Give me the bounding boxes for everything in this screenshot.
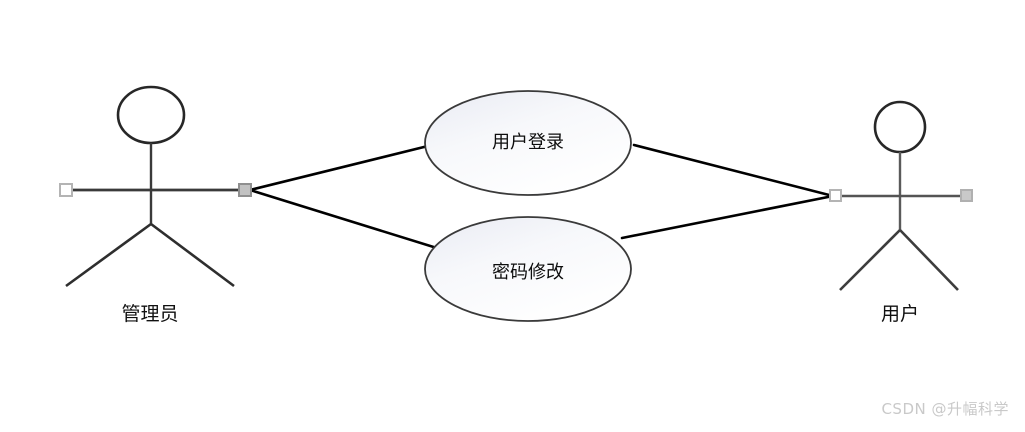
watermark: CSDN @升幅科学 [881,400,1009,418]
association-admin-password[interactable] [248,188,442,251]
actor-user-right-leg [899,229,959,291]
actor-admin-label: 管理员 [121,303,179,325]
usecase-login-label: 用户登录 [492,132,564,153]
association-user-password[interactable] [620,194,835,240]
association-lines [248,143,835,251]
actor-user-label: 用户 [880,303,919,325]
actor-admin-right-leg [150,222,235,288]
association-user-login[interactable] [632,143,835,198]
usecase-password-label: 密码修改 [492,262,564,283]
actor-user[interactable] [829,100,973,291]
actor-admin[interactable] [59,85,252,288]
actor-admin-left-leg [65,222,152,288]
actor-user-left-arm-handle[interactable] [829,189,842,202]
actor-user-left-leg [839,229,901,291]
association-admin-login[interactable] [248,143,434,192]
actor-user-right-arm-handle[interactable] [960,189,973,202]
usecase-password-ellipse[interactable] [424,216,632,322]
actor-admin-left-arm-handle[interactable] [59,183,73,197]
actor-admin-right-arm-handle[interactable] [238,183,252,197]
actor-user-head [873,100,927,154]
actor-admin-head [116,85,186,145]
usecase-login-ellipse[interactable] [424,90,632,196]
